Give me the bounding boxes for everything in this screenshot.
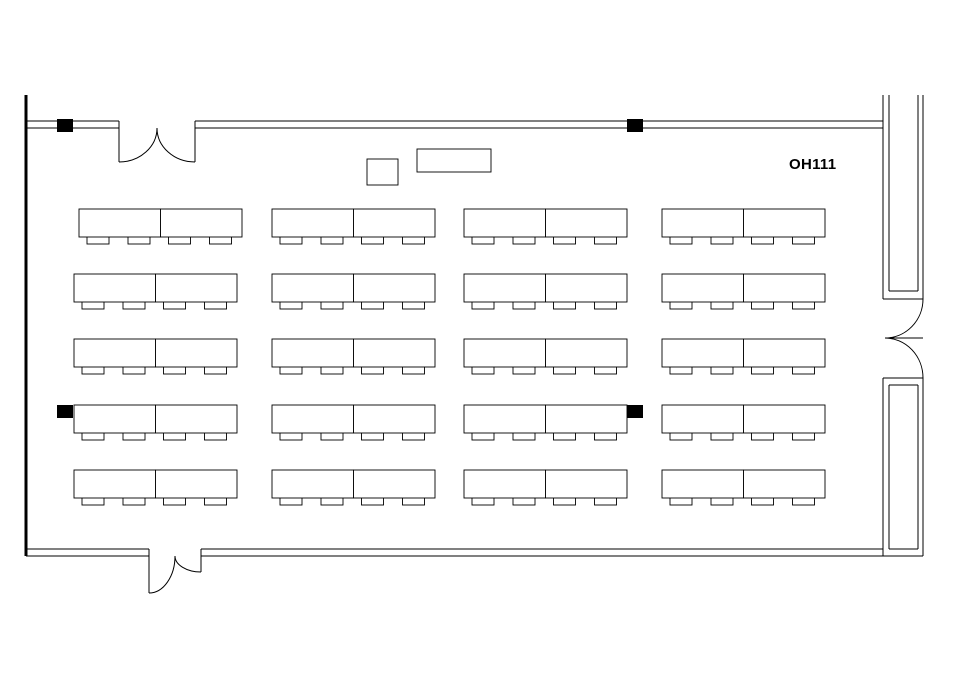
table xyxy=(353,338,436,368)
table xyxy=(271,469,354,499)
table xyxy=(743,469,826,499)
table xyxy=(545,404,628,434)
table xyxy=(353,208,436,238)
table xyxy=(463,208,546,238)
table xyxy=(155,469,238,499)
right-double-door xyxy=(884,298,924,379)
table xyxy=(545,338,628,368)
table xyxy=(661,273,744,303)
right-wall xyxy=(882,95,924,557)
table xyxy=(78,208,161,238)
table xyxy=(271,338,354,368)
lectern xyxy=(366,158,399,186)
table xyxy=(661,208,744,238)
table xyxy=(545,208,628,238)
room-label: OH111 xyxy=(789,156,837,173)
table xyxy=(73,338,156,368)
table xyxy=(463,404,546,434)
table xyxy=(743,208,826,238)
table xyxy=(661,469,744,499)
table xyxy=(463,273,546,303)
table xyxy=(155,404,238,434)
table xyxy=(661,338,744,368)
table xyxy=(353,273,436,303)
top-double-door xyxy=(118,127,196,163)
table xyxy=(73,404,156,434)
table xyxy=(545,469,628,499)
column xyxy=(57,119,73,132)
table xyxy=(271,273,354,303)
table xyxy=(661,404,744,434)
table xyxy=(271,404,354,434)
table xyxy=(743,273,826,303)
bottom-wall xyxy=(26,548,883,557)
instructor-desk xyxy=(416,148,492,173)
column xyxy=(627,119,643,132)
table xyxy=(743,404,826,434)
student-seating xyxy=(73,208,826,506)
table xyxy=(545,273,628,303)
table xyxy=(463,338,546,368)
column xyxy=(57,405,73,418)
table xyxy=(73,273,156,303)
table xyxy=(463,469,546,499)
table xyxy=(353,404,436,434)
table xyxy=(155,273,238,303)
top-wall xyxy=(26,120,883,129)
bottom-double-door xyxy=(148,555,202,594)
column xyxy=(627,405,643,418)
table xyxy=(73,469,156,499)
table xyxy=(155,338,238,368)
table xyxy=(353,469,436,499)
table xyxy=(271,208,354,238)
table xyxy=(160,208,243,238)
table xyxy=(743,338,826,368)
